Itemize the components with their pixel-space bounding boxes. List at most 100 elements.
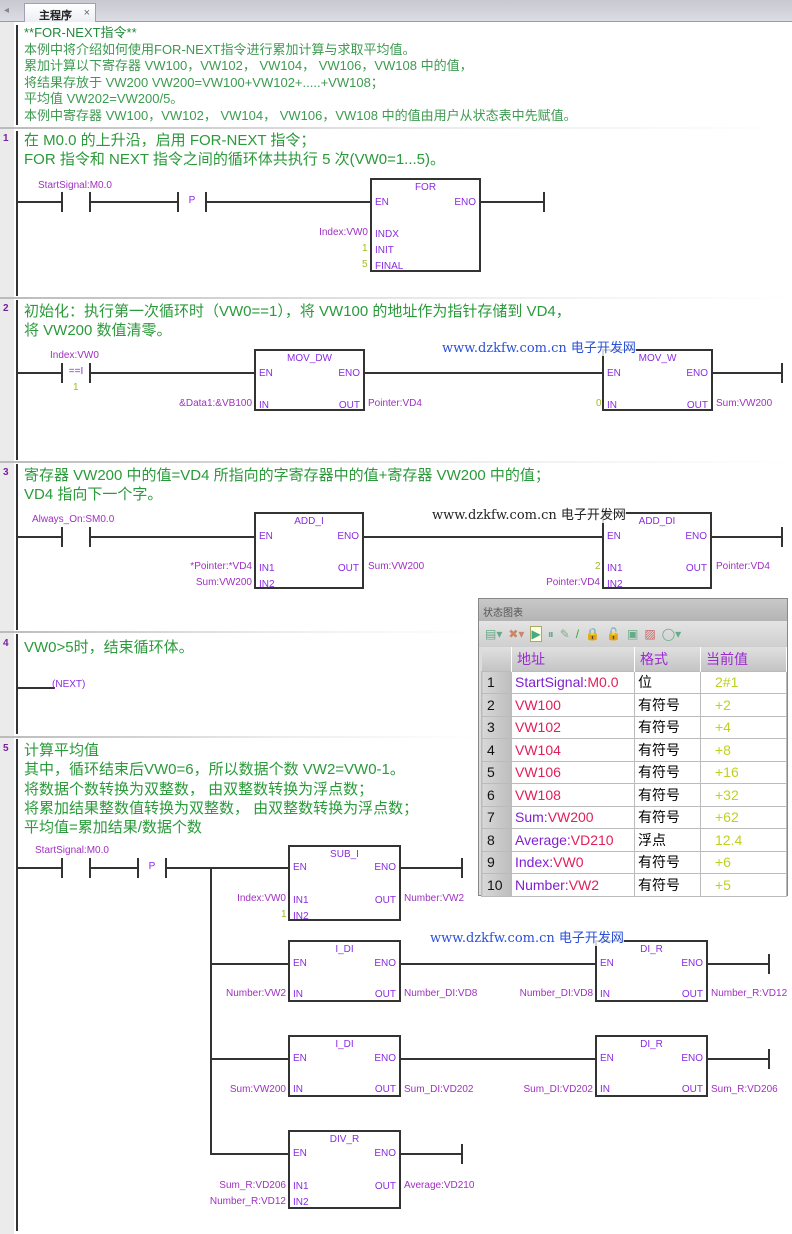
tag-icon[interactable]: ◯▾ [661,627,682,641]
operand-in: Number:VW2 [225,988,286,999]
format-cell[interactable]: 有符号 [634,760,701,784]
trend-view-icon[interactable]: ▶ [530,626,542,642]
address: VW108 [515,786,561,803]
current-value-cell[interactable]: +6 [700,850,787,874]
rung-end-icon [543,192,545,212]
format-cell[interactable]: 有符号 [634,783,701,807]
address: VW102 [515,719,561,736]
insert-icon[interactable]: ▤▾ [485,627,503,641]
contact-operand: Always_On:SM0.0 [32,514,115,525]
format-cell[interactable]: 有符号 [634,693,701,717]
network-comment: 在 M0.0 的上升沿，启用 FOR-NEXT 指令； FOR 指令和 NEXT… [24,131,445,169]
format-cell[interactable]: 有符号 [634,738,701,762]
i-di-block[interactable]: I_DI EN ENO IN OUT [288,1035,401,1097]
add-di-block[interactable]: ADD_DI EN ENO IN1 OUT IN2 [602,512,712,590]
network-comment: 计算平均值 其中，循环结束后VW0=6，所以数据个数 VW2=VW0-1。 将数… [24,741,418,837]
comment-line: VW0>5时，结束循环体。 [24,639,194,656]
scroll-left-icon[interactable]: ◂ [4,5,10,16]
no-contact[interactable] [61,527,91,547]
no-contact[interactable] [61,192,91,212]
operand-in1: Sum_R:VD206 [219,1180,286,1191]
di-r-block[interactable]: DI_R EN ENO IN OUT [595,940,708,1002]
status-chart-window: 状态图表 ▤▾ ✖▾ ▶ ⏸ ✎ / 🔒 🔓 ▣ ▨ ◯▾ 地址 格式 当前值 … [478,598,788,897]
power-rail [16,739,18,1231]
pencil-icon[interactable]: / [575,627,580,641]
current-value-cell[interactable]: +4 [700,715,787,739]
add-i-block[interactable]: ADD_I EN ENO IN1 OUT IN2 [254,512,364,590]
current-value-cell[interactable]: 2#1 [700,670,787,694]
table-row[interactable]: 1 StartSignal:M0.0 位 2#1 [481,670,787,694]
positive-edge-contact[interactable]: P [177,192,207,212]
table-row[interactable]: 4 VW104 有符号 +8 [481,738,787,762]
sub-i-block[interactable]: SUB_I EN ENO IN1 OUT IN2 [288,845,401,922]
format-cell[interactable]: 有符号 [634,715,701,739]
lock-icon[interactable]: 🔒 [585,627,601,641]
pin-in: IN [600,989,610,1000]
row-number: 4 [481,738,512,762]
comment-line: VD4 指向下一个字。 [24,486,163,503]
unlock-icon[interactable]: 🔓 [606,627,622,641]
column-header-value: 当前值 [700,647,787,671]
next-coil[interactable]: (NEXT) [52,679,86,690]
network-separator [0,631,478,633]
pin-in2: IN2 [259,579,275,590]
block-title: ADD_DI [638,516,676,527]
for-block[interactable]: FOR EN ENO INDX INIT FINAL [370,178,481,272]
address-cell[interactable]: StartSignal:M0.0 [511,670,635,694]
compare-contact[interactable]: ==I [61,363,91,383]
format-cell[interactable]: 有符号 [634,873,701,897]
chart-icon[interactable]: ▨ [644,627,656,641]
table-row[interactable]: 9 Index:VW0 有符号 +6 [481,850,787,874]
address-cell[interactable]: VW106 [511,760,635,784]
close-icon[interactable]: × [83,7,90,19]
address-cell[interactable]: Average:VD210 [511,828,635,852]
address-cell[interactable]: VW108 [511,783,635,807]
format-cell[interactable]: 浮点 [634,828,701,852]
current-value-cell[interactable]: +32 [700,783,787,807]
address-cell[interactable]: VW104 [511,738,635,762]
table-row[interactable]: 8 Average:VD210 浮点 12.4 [481,828,787,852]
address-cell[interactable]: Sum:VW200 [511,805,635,829]
rung-wire [401,867,461,869]
write-icon[interactable]: ✎ [559,627,570,641]
pin-in2: IN2 [293,1197,309,1208]
current-value-cell[interactable]: +62 [700,805,787,829]
table-row[interactable]: 2 VW100 有符号 +2 [481,693,787,717]
positive-edge-contact[interactable]: P [137,858,167,878]
program-comment: **FOR-NEXT指令** 本例中将介绍如何使用FOR-NEXT指令进行累加计… [24,25,577,124]
mov-dw-block[interactable]: MOV_DW EN ENO IN OUT [254,349,365,411]
current-value-cell[interactable]: 12.4 [700,828,787,852]
table-row[interactable]: 7 Sum:VW200 有符号 +62 [481,805,787,829]
network-separator [0,127,792,129]
format-cell[interactable]: 位 [634,670,701,694]
branch-wire [210,1058,289,1060]
i-di-block[interactable]: I_DI EN ENO IN OUT [288,940,401,1002]
table-row[interactable]: 3 VW102 有符号 +4 [481,715,787,739]
no-contact[interactable] [61,858,91,878]
table-row[interactable]: 6 VW108 有符号 +32 [481,783,787,807]
mov-w-block[interactable]: MOV_W EN ENO IN OUT [602,349,713,411]
current-value-cell[interactable]: +2 [700,693,787,717]
operand-out: Sum:VW200 [716,398,773,409]
delete-icon[interactable]: ✖▾ [508,627,525,641]
address-cell[interactable]: VW100 [511,693,635,717]
force-icon[interactable]: ▣ [627,627,639,641]
format-cell[interactable]: 有符号 [634,850,701,874]
comment-line: 平均值 VW202=VW200/5。 [24,91,184,106]
current-value-cell[interactable]: +8 [700,738,787,762]
current-value-cell[interactable]: +16 [700,760,787,784]
format-cell[interactable]: 有符号 [634,805,701,829]
address-cell[interactable]: Number:VW2 [511,873,635,897]
table-row[interactable]: 5 VW106 有符号 +16 [481,760,787,784]
pause-icon[interactable]: ⏸ [547,626,554,641]
address-cell[interactable]: Index:VW0 [511,850,635,874]
di-r-block[interactable]: DI_R EN ENO IN OUT [595,1035,708,1097]
comment-line: 将数据个数转换为双整数， 由双整数转换为浮点数； [24,780,374,798]
block-title: DIV_R [329,1134,360,1145]
address-cell[interactable]: VW102 [511,715,635,739]
table-row[interactable]: 10 Number:VW2 有符号 +5 [481,873,787,897]
current-value-cell[interactable]: +5 [700,873,787,897]
pin-eno: ENO [338,368,360,379]
div-r-block[interactable]: DIV_R EN ENO IN1 OUT IN2 [288,1130,401,1209]
tab-main-program[interactable]: 主程序× [24,3,96,22]
